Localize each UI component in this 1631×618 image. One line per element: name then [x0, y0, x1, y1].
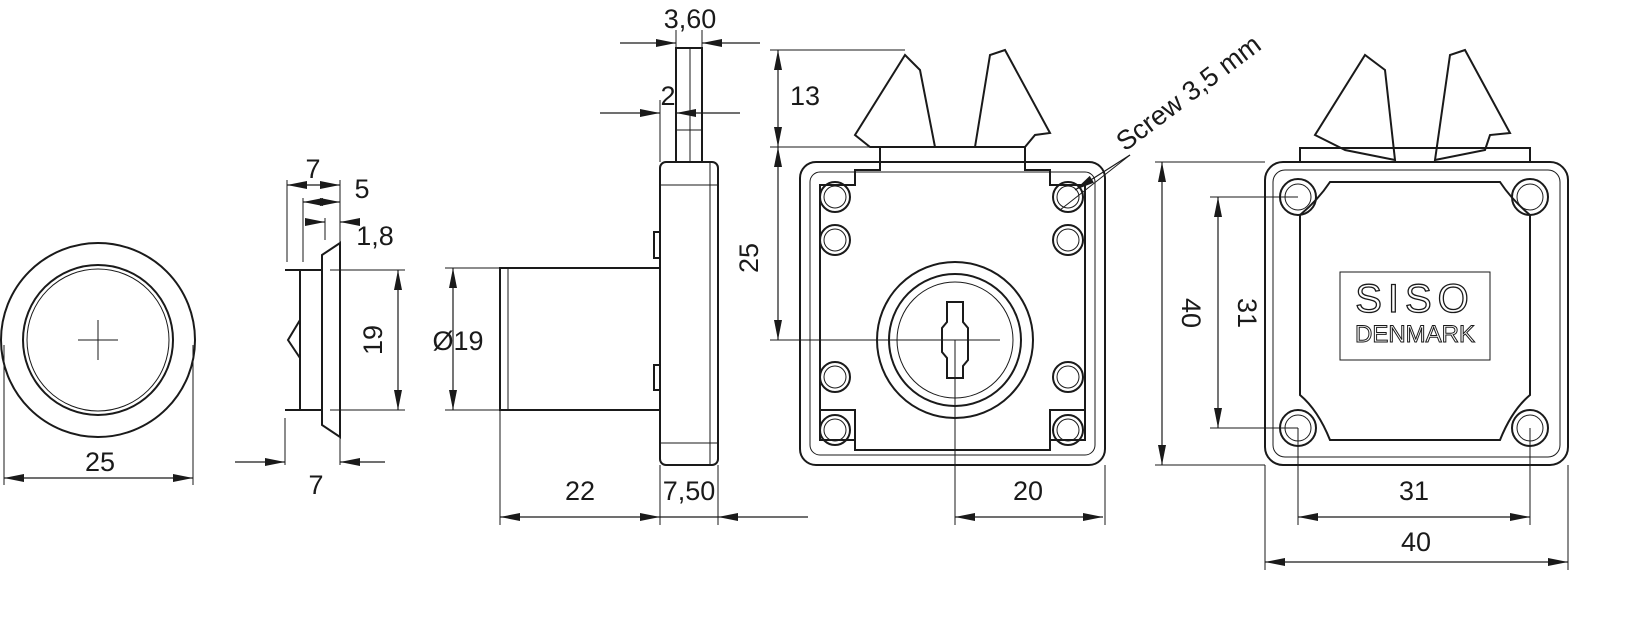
profile-bottom-depth-label: 7 — [308, 470, 323, 500]
bolt-width-label: 3,60 — [664, 4, 717, 34]
lock-side-view: 3,60 2 Ø19 22 7,50 — [432, 4, 808, 525]
profile-depth-mid-label: 5 — [354, 174, 369, 204]
bolt-thickness-label: 2 — [660, 81, 675, 111]
back-height-label: 40 — [1176, 298, 1206, 328]
hole-spacing-vertical-label: 31 — [1232, 298, 1262, 328]
key-offset-label: 25 — [734, 243, 764, 273]
back-width-label: 40 — [1401, 527, 1431, 557]
rosette-profile-view: 7 5 1,8 19 7 — [235, 154, 405, 500]
hole-spacing-horizontal-label: 31 — [1399, 476, 1429, 506]
profile-rim-label: 1,8 — [356, 221, 394, 251]
cylinder-diameter-label: Ø19 — [432, 326, 483, 356]
rosette-front-view: 25 — [0, 242, 196, 485]
screw-note: Screw 3,5 mm — [1111, 29, 1267, 157]
key-center-to-edge-label: 20 — [1013, 476, 1043, 506]
cylinder-length-label: 22 — [565, 476, 595, 506]
profile-height-label: 19 — [358, 325, 388, 355]
profile-depth-total-label: 7 — [305, 154, 320, 184]
mounting-holes — [819, 181, 1084, 446]
body-depth-label: 7,50 — [663, 476, 716, 506]
lock-front-view: 13 25 20 Screw 3,5 mm — [734, 29, 1266, 525]
brand-subtitle: DENMARK — [1355, 321, 1475, 348]
rosette-diameter-label: 25 — [85, 447, 115, 477]
brand-logo: SISO — [1355, 277, 1475, 321]
bolt-height-label: 13 — [790, 81, 820, 111]
lock-back-view: SISO DENMARK 40 31 31 40 — [1155, 48, 1569, 570]
